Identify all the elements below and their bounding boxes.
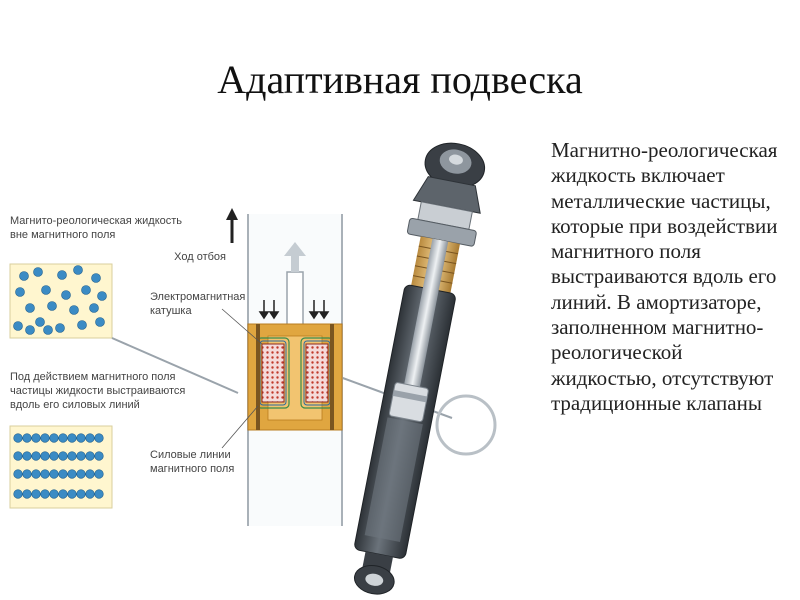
slide-title: Адаптивная подвеска xyxy=(217,57,583,102)
magnifier-circle xyxy=(435,394,497,456)
force-arrow xyxy=(284,242,306,272)
shock-absorber-illustration xyxy=(353,142,486,595)
label-magnetic-field-lines: Силовые линии магнитного поля xyxy=(150,449,235,475)
label-fluid-outside-field: Магнито-реологическая жидкость вне магни… xyxy=(10,215,183,241)
label-electromagnetic-coil: Электромагнитная катушка xyxy=(150,291,246,317)
piston-coil-assembly xyxy=(247,323,343,431)
label-particles-aligned: Под действием магнитного поля частицы жи… xyxy=(10,371,186,411)
rebound-stroke-arrow xyxy=(226,208,238,243)
fluid-box-unmagnetized xyxy=(9,263,113,339)
fluid-box-magnetized xyxy=(9,425,113,509)
label-rebound-stroke: Ход отбоя xyxy=(174,251,226,263)
piston-rod xyxy=(286,271,304,327)
flow-arrows xyxy=(258,300,330,320)
slide-body-text: Магнитно-реологическая жидкость включает… xyxy=(551,138,778,415)
